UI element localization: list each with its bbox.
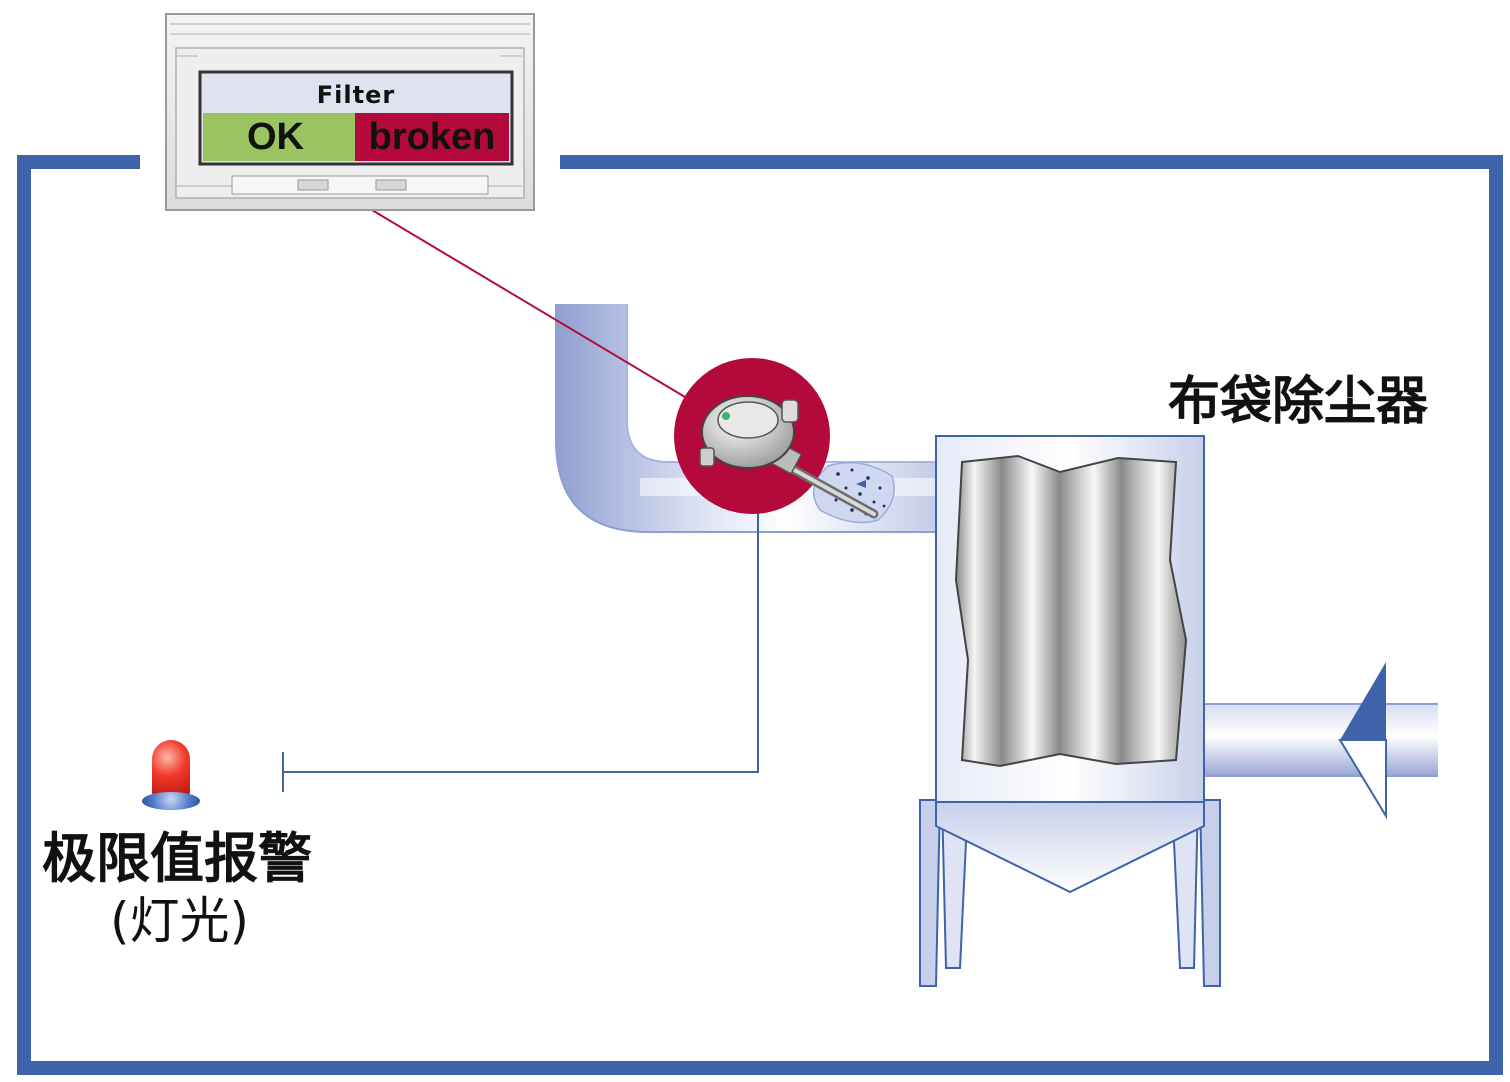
alarm-sublabel: (灯光) [110,892,250,950]
signal-line-alarm [283,470,759,773]
outlet-pipe [1200,703,1438,777]
status-ok-indicator: OK [203,113,355,161]
flow-direction-arrow-icon [1338,662,1387,820]
signal-line-display [371,209,691,401]
filter-display-screen: Filter OK broken [203,75,509,161]
dust-cloud [812,461,895,524]
frame-border [17,155,1503,1075]
display-title: Filter [316,81,396,109]
baghouse-label: 布袋除尘器 [1168,372,1429,432]
alarm-label: 极限值报警 [42,827,312,890]
status-broken-indicator: broken [355,113,509,161]
dust-sensor-icon [674,358,879,519]
baghouse-filter [919,435,1221,987]
alarm-lamp-icon [140,740,202,812]
